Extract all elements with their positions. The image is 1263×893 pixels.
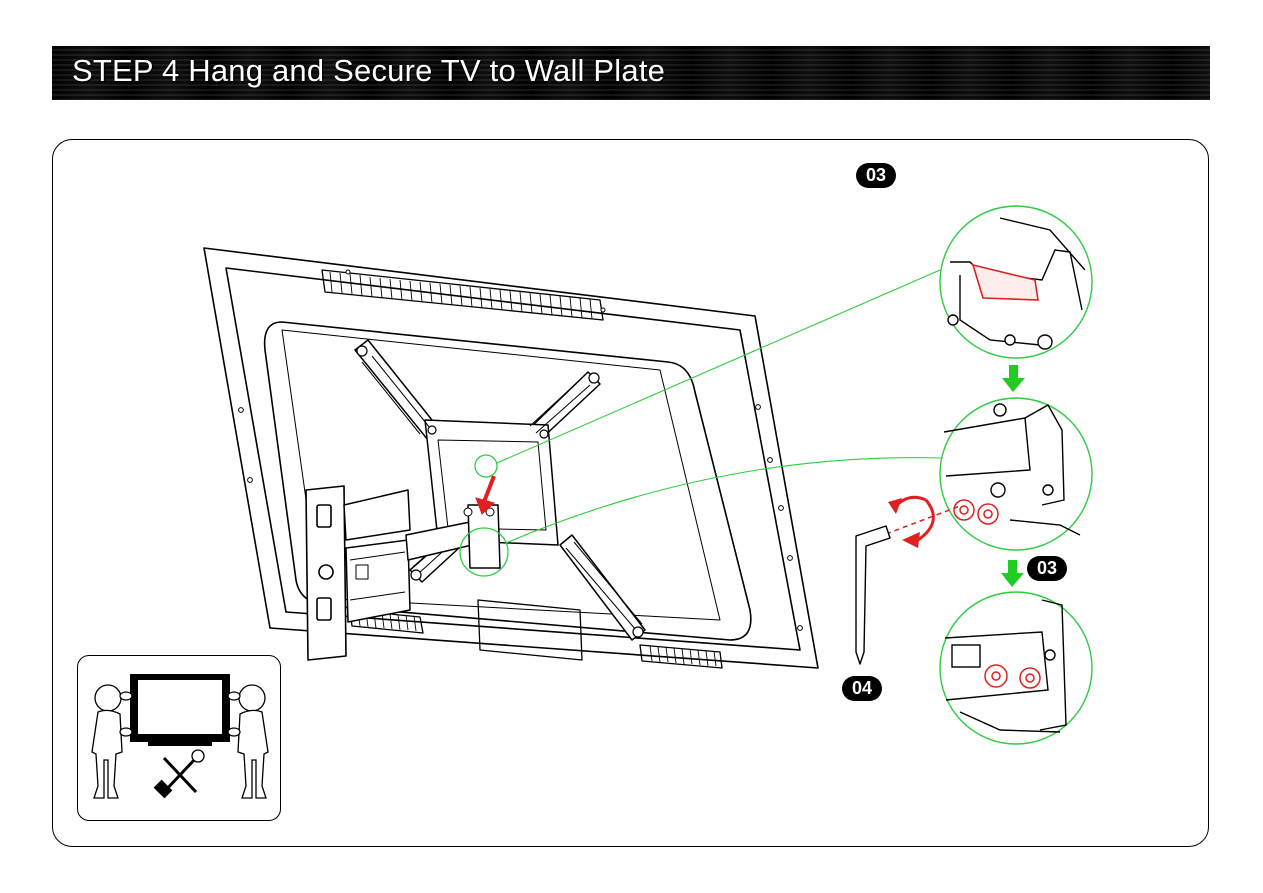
allen-key <box>856 526 890 664</box>
screwdriver-wrench-icon <box>155 750 204 797</box>
wall-plate <box>306 486 346 660</box>
green-arrow-down-2 <box>1001 560 1024 587</box>
part-badge-04-tool: 04 <box>842 676 882 701</box>
part-badge-03-top: 03 <box>856 163 896 188</box>
top-vents <box>322 270 603 320</box>
part-badge-03-middle: 03 <box>1027 556 1067 581</box>
zoom-circle-middle <box>940 398 1092 550</box>
rotation-arrows <box>894 497 933 540</box>
tv-icon <box>130 674 230 746</box>
zoom-circle-bottom <box>940 592 1092 744</box>
articulating-arm <box>344 490 500 622</box>
green-arrow-down-1 <box>1002 365 1025 392</box>
two-people-holding-tv-icon <box>78 656 282 822</box>
two-person-tools-inset <box>77 655 281 821</box>
